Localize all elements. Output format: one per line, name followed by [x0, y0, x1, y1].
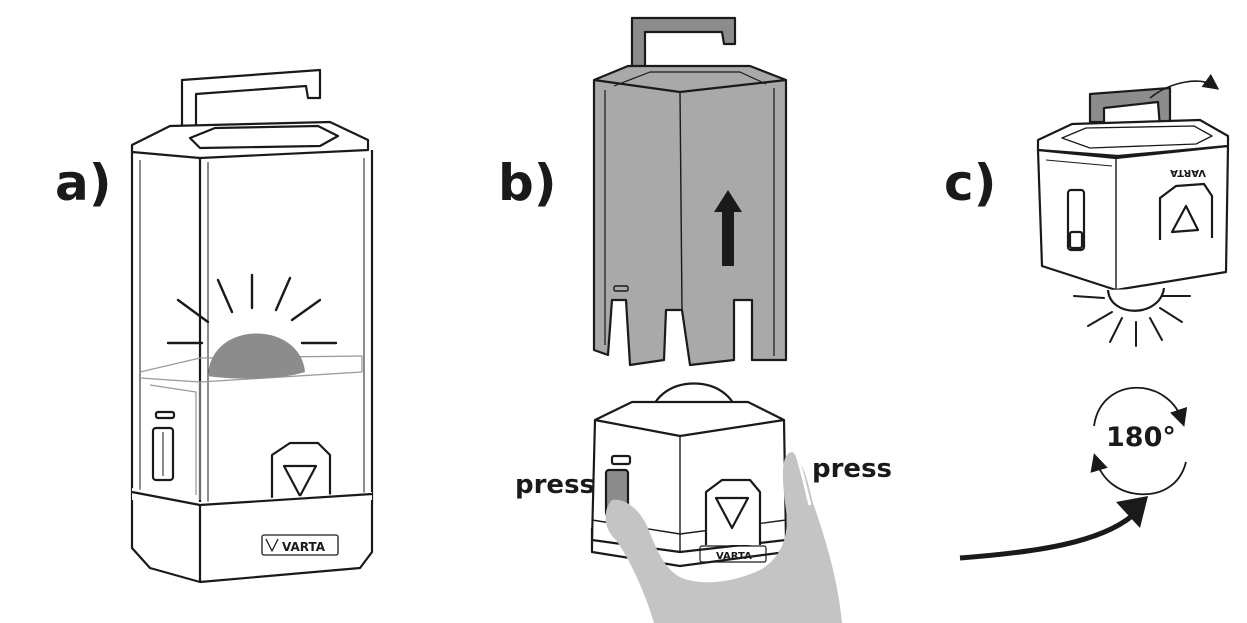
light-dome: [208, 333, 305, 379]
module-dome-bottom: [1106, 287, 1166, 312]
step-label-a: a): [55, 154, 112, 212]
side-switch-a: [151, 426, 175, 482]
lantern-top-cap: [130, 120, 370, 160]
step-label-c: c): [944, 154, 997, 212]
brand-logo-a: VARTA: [282, 540, 326, 554]
light-rays-a: [166, 273, 338, 345]
light-rays-c: [1073, 295, 1191, 347]
lift-up-arrow: [714, 190, 742, 266]
panel-a-lantern: VARTA: [130, 68, 374, 584]
press-label-right: press: [812, 454, 893, 484]
diffuser-shell: [592, 64, 788, 367]
lantern-handle: [180, 68, 322, 150]
press-label-left: press: [515, 470, 596, 500]
panel-c-rotated-module: VARTA: [959, 73, 1230, 561]
rotation-arc-top: [1093, 386, 1188, 427]
fold-arrow: [1149, 73, 1220, 99]
step-label-b: b): [498, 154, 557, 212]
lantern-base: [132, 488, 372, 580]
brand-logo-b: VARTA: [716, 551, 752, 562]
rotation-arc-bottom: [1090, 453, 1187, 496]
down-triangle-icon-b: [714, 496, 750, 530]
rotation-180-label: 180°: [1106, 422, 1176, 453]
down-triangle-icon: [282, 464, 318, 498]
panel-b-disassembly: VARTA: [590, 16, 842, 623]
up-triangle-icon: [1170, 204, 1200, 234]
pressing-hand: [605, 452, 842, 623]
brand-logo-c: VARTA: [1170, 167, 1206, 178]
flip-curve-arrow: [959, 514, 1134, 561]
